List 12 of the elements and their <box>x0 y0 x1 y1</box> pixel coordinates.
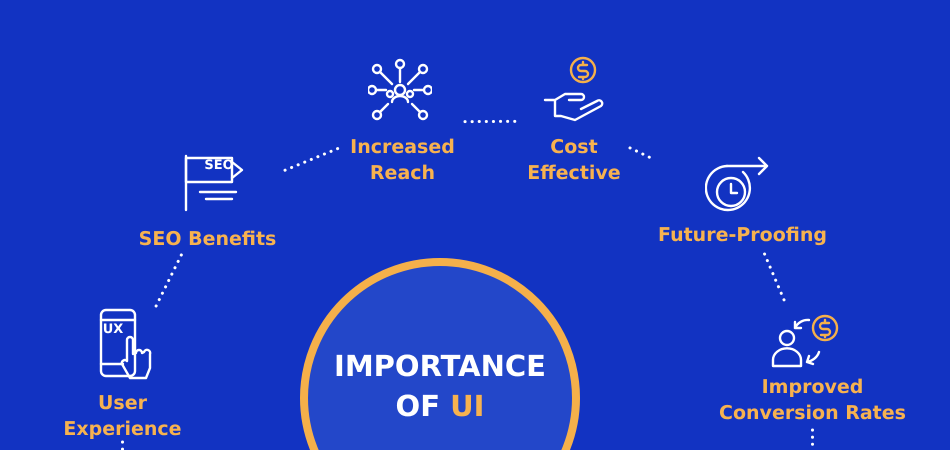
dotted-connector <box>154 252 184 308</box>
node-label: Improved Conversion Rates <box>718 375 907 426</box>
icon-text: UX <box>102 322 124 338</box>
node-label: Cost Effective <box>526 135 622 186</box>
node-label: Increased Reach <box>349 135 456 186</box>
node-label: SEO Benefits <box>138 227 278 252</box>
node-label: Future-Proofing <box>657 223 828 248</box>
dotted-connector <box>464 120 520 124</box>
node-label: User Experience <box>62 391 183 442</box>
dotted-connector <box>121 440 124 450</box>
circle-title: IMPORTANCE OF UI <box>333 348 547 425</box>
dotted-connector <box>284 146 342 172</box>
